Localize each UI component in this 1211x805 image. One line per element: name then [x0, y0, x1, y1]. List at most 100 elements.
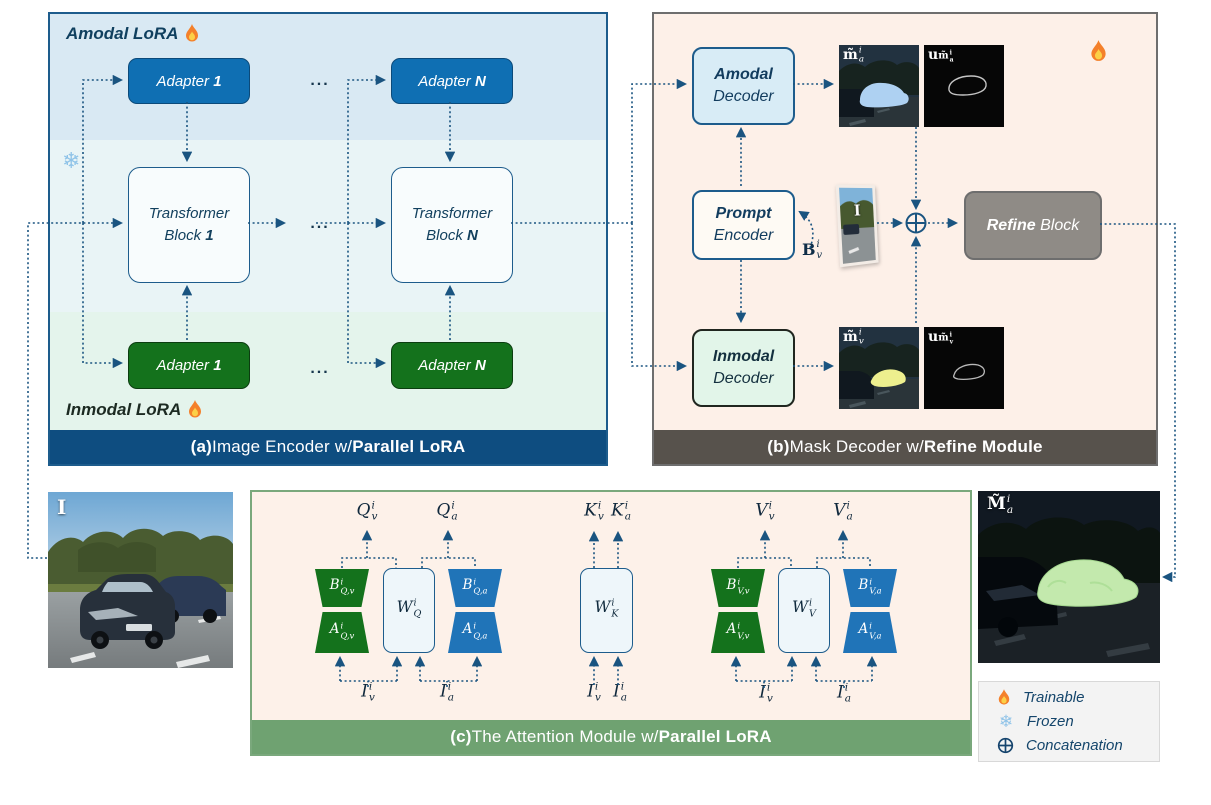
amodal-adapter-n: Adapter N: [391, 58, 513, 104]
inmodal-mask-art: [839, 327, 919, 409]
inmodal-decoder-rest: Decoder: [713, 370, 774, 387]
fire-icon: [186, 24, 199, 42]
amodal-decoder-bold: Amodal: [714, 66, 773, 84]
caption-text: Image Encoder w/: [212, 437, 353, 456]
inmodal-decoder-bold: Inmodal: [712, 348, 775, 366]
caption-bold: Parallel LoRA: [352, 437, 466, 456]
amodal-uncertainty-art: [924, 45, 1004, 127]
inmodal-decoder-box: Inmodal Decoder: [692, 329, 795, 407]
amodal-lora-title-text: Amodal LoRA: [66, 24, 179, 43]
adapter-label: Adapter: [156, 72, 214, 90]
tilted-input-image: I: [835, 184, 879, 268]
panel-mask-decoder: Amodal Decoder Prompt Encoder Inmodal De…: [652, 12, 1158, 466]
refine-rest: Block: [1035, 216, 1080, 234]
legend-frozen: ❄ Frozen: [997, 712, 1159, 732]
caption-panel-b: (b) Mask Decoder w/ Refine Module: [654, 430, 1156, 464]
caption-text: The Attention Module w/: [471, 727, 659, 746]
adapter-index: N: [474, 357, 486, 374]
adapter-label: Adapter: [156, 357, 214, 374]
caption-bold: Refine Module: [923, 437, 1043, 456]
amodal-decoder-box: Amodal Decoder: [692, 47, 795, 125]
adapter-label: Adapter: [418, 357, 475, 374]
fire-icon: [189, 400, 202, 418]
inmodal-lora-title-text: Inmodal LoRA: [66, 400, 182, 419]
refine-block-box: Refine Block: [964, 191, 1102, 260]
inmodal-uncertainty-art: [924, 327, 1004, 409]
legend-frozen-label: Frozen: [1027, 713, 1074, 730]
transformer-block-1: Transformer Block 1: [128, 167, 250, 283]
legend-trainable: Trainable: [997, 688, 1159, 708]
panel-image-encoder: Amodal LoRA Adapter 1 Adapter N ... ❄ Tr…: [48, 12, 608, 466]
input-image-label: I: [57, 495, 67, 519]
amodal-lora-title: Amodal LoRA: [66, 24, 200, 44]
prompt-encoder-rest: Encoder: [713, 227, 774, 244]
amodal-decoder-rest: Decoder: [713, 88, 774, 105]
adapter-index: N: [474, 72, 486, 90]
transformer-line: Transformer: [148, 204, 230, 222]
legend-concatenation-label: Concatenation: [1026, 737, 1123, 754]
inmodal-lora-title: Inmodal LoRA: [66, 400, 203, 420]
ellipsis-blocks: ...: [310, 215, 330, 232]
amodal-adapter-1: Adapter 1: [128, 58, 250, 104]
caption-prefix: (b): [767, 437, 790, 456]
prompt-encoder-bold: Prompt: [715, 205, 772, 223]
ellipsis-adapters-amodal: ...: [310, 72, 330, 89]
caption-prefix: (c): [450, 727, 472, 746]
transformer-block-n: Transformer Block N: [391, 167, 513, 283]
refine-bold: Refine: [986, 216, 1036, 234]
concatenation-icon: [997, 737, 1014, 754]
fire-icon: [998, 688, 1010, 705]
block-label: Block: [164, 227, 206, 244]
prompt-encoder-box: Prompt Encoder: [692, 190, 795, 260]
snowflake-icon: ❄: [62, 148, 81, 173]
inmodal-adapter-n: Adapter N: [391, 342, 513, 389]
block-label: Block: [426, 227, 467, 244]
block-index: 1: [205, 227, 214, 244]
adapter-index: 1: [213, 72, 222, 90]
caption-panel-c: (c) The Attention Module w/ Parallel LoR…: [252, 720, 970, 754]
transformer-line: Transformer: [411, 204, 493, 222]
input-image: I: [48, 492, 233, 668]
caption-panel-a: (a) Image Encoder w/ Parallel LoRA: [50, 430, 606, 464]
legend-trainable-label: Trainable: [1023, 689, 1085, 706]
tilted-input-art: [839, 187, 876, 264]
input-image-art: [48, 492, 233, 668]
fire-icon: [1091, 40, 1106, 61]
adapter-label: Adapter: [418, 72, 475, 90]
block-index: N: [467, 227, 478, 244]
amodal-mask-art: [839, 45, 919, 127]
caption-text: Mask Decoder w/: [789, 437, 924, 456]
inmodal-adapter-1: Adapter 1: [128, 342, 250, 389]
legend: Trainable ❄ Frozen Concatenation: [978, 681, 1160, 762]
